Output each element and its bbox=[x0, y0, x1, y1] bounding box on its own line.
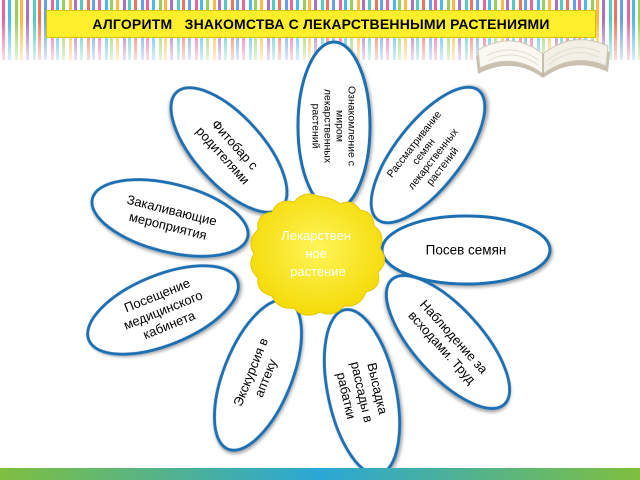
open-book-icon bbox=[476, 39, 610, 78]
page-title: АЛГОРИТМ ЗНАКОМСТВА С ЛЕКАРСТВЕННЫМИ РАС… bbox=[46, 10, 596, 38]
petal-sowing: Посев семян bbox=[380, 214, 552, 286]
petal-shape bbox=[369, 85, 487, 225]
center-label: Лекарствен ное растение bbox=[281, 228, 354, 279]
petal-label-line: миром bbox=[333, 110, 345, 142]
petal-shape bbox=[384, 274, 512, 410]
petal-shape bbox=[380, 214, 552, 286]
center-flower: Лекарствен ное растение bbox=[250, 193, 385, 316]
petal-label-line: Ознакомление с bbox=[345, 86, 357, 166]
petal-label: Посев семян bbox=[426, 243, 507, 258]
petal-label-line: лекарственных bbox=[321, 89, 333, 164]
petal-seeds: Рассматриваниесемянлекарственныхрастений bbox=[369, 85, 487, 225]
bottom-decor-bar bbox=[0, 468, 640, 480]
center-line-2: ное bbox=[305, 246, 327, 261]
petal-shape bbox=[86, 264, 240, 356]
petal-acquaintance: Ознакомление смиромлекарственныхрастений bbox=[296, 40, 372, 212]
petal-label: Ознакомление смиромлекарственныхрастений bbox=[309, 86, 357, 166]
center-line-3: растение bbox=[290, 264, 346, 279]
petal-label-line: Посев семян bbox=[426, 243, 507, 258]
petal-excursion: Экскурсия ваптеку bbox=[213, 298, 303, 452]
petal-observation: Наблюдение завсходами. Труд bbox=[384, 274, 512, 410]
center-shape bbox=[250, 193, 385, 316]
petal-label-line: растений bbox=[309, 104, 321, 149]
petal-medical: Посещениемедицинскогокабинета bbox=[86, 264, 240, 356]
petal-shape bbox=[90, 178, 250, 258]
center-line-1: Лекарствен bbox=[281, 228, 351, 243]
petal-hardening: Закаливающиемероприятия bbox=[90, 178, 250, 258]
